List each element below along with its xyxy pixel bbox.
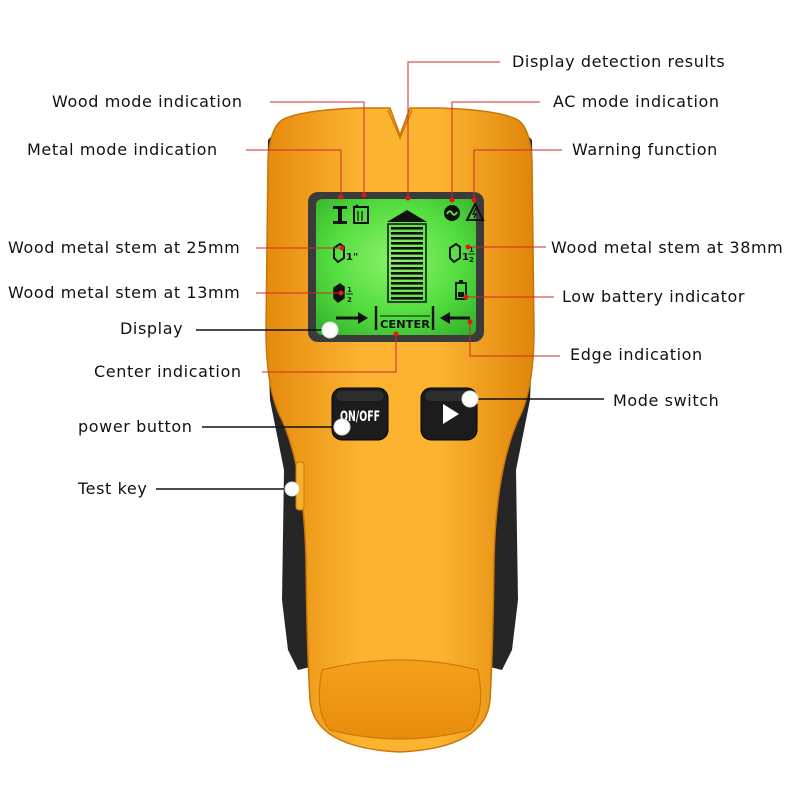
label-mode-switch: Mode switch [613,391,719,410]
detection-bar-segment [391,267,423,270]
detection-bar-segment [391,232,423,235]
detection-bar-segment [391,262,423,265]
left-edge-arrow [336,312,368,324]
depth-38mm-whole: 1 [462,252,469,263]
label-wood-metal-13: Wood metal stem at 13mm [8,283,240,302]
bottom-cap [318,659,482,740]
depth-13mm-den: 2 [347,296,352,304]
detection-bar-segment [391,257,423,260]
callout-leaders [156,61,604,497]
label-power-button: power button [78,417,193,436]
ac-mode-icon [444,205,460,221]
detection-bar-segment [391,292,423,295]
lcd-center-text: CENTER [380,318,431,331]
depth-25mm-icon: 1" [333,242,358,264]
metal-mode-icon [333,206,347,224]
detection-bar-segment [391,252,423,255]
depth-25mm-value: 1" [346,252,358,263]
detection-bar-segment [391,242,423,245]
warning-icon [465,201,485,221]
label-wood-metal-38: Wood metal stem at 38mm [551,238,783,257]
detection-bar-segment [391,277,423,280]
label-test-key: Test key [77,479,147,498]
play-triangle-icon [443,404,459,424]
right-edge-arrow [440,312,470,324]
label-wood-metal-25: Wood metal stem at 25mm [8,238,240,257]
detection-bar-segment [391,297,423,300]
detection-bar-segment [391,227,423,230]
detection-bar-graph [387,210,427,303]
label-display-detection-results: Display detection results [512,52,725,71]
device: 1" 1 2 1 1 2 CENTE [265,107,535,753]
label-warning: Warning function [572,140,718,159]
label-center-indication: Center indication [94,362,242,381]
depth-38mm-den: 2 [469,256,474,264]
detection-bar-segment [391,237,423,240]
detection-bar-segment [391,282,423,285]
wood-mode-icon [353,204,369,224]
detection-bar-segment [391,272,423,275]
label-metal-mode: Metal mode indication [27,140,218,159]
label-display: Display [120,319,183,338]
power-button-label: ON/OFF [340,409,380,425]
detection-bar-segment [391,247,423,250]
label-low-battery: Low battery indicator [562,287,745,306]
low-battery-icon [455,280,467,300]
depth-38mm-num: 1 [469,246,474,254]
label-ac-mode: AC mode indication [553,92,720,111]
detection-bar-frame [387,223,427,303]
depth-13mm-num: 1 [347,286,352,294]
detection-bar-segment [391,287,423,290]
depth-38mm-icon: 1 1 2 [449,242,475,264]
callout-labels: Display detection results Wood mode indi… [8,52,783,498]
detection-peak-arrow [387,210,427,222]
label-wood-mode: Wood mode indication [52,92,243,111]
label-edge-indication: Edge indication [570,345,703,364]
